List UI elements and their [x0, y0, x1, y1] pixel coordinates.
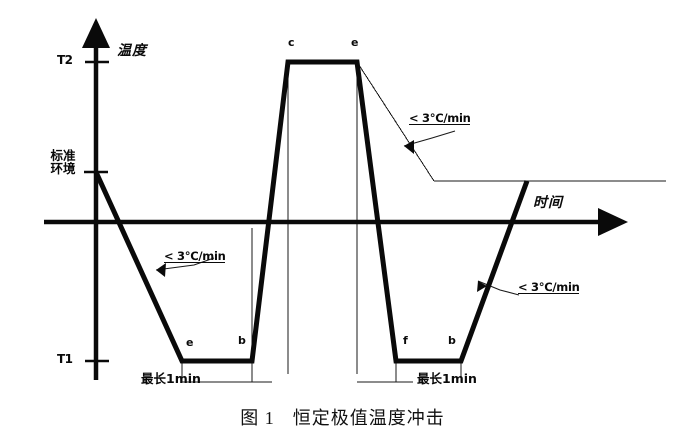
point-label-low-left-start: e: [186, 336, 194, 349]
annotation-rate-right-top: < 3℃/min: [409, 111, 471, 126]
arrowhead-rate-right-bottom: [477, 281, 487, 292]
arrowhead-rate-left: [156, 263, 166, 277]
y-tick-label-ambient: 标准 环境: [50, 148, 76, 176]
annotation-duration-left: 最长1min: [141, 371, 201, 386]
x-axis-arrowhead: [598, 208, 628, 236]
figure-caption: 图 1 恒定极值温度冲击: [0, 404, 685, 430]
leader-rate-right-bottom: [477, 280, 520, 296]
axis-arrowheads: [82, 18, 628, 236]
figure-caption-number: 图 1: [240, 408, 275, 428]
point-label-high-end: e: [351, 36, 359, 49]
y-axis-arrowhead: [82, 18, 110, 48]
annotation-rate-right-bottom: < 3℃/min: [518, 280, 580, 295]
figure-caption-title: 恒定极值温度冲击: [292, 408, 445, 428]
arrowhead-rate-right-top: [404, 140, 414, 154]
y-tick-label-t2: T2: [57, 53, 73, 67]
leader-rate-left: [155, 257, 215, 271]
annotation-arrowheads: [156, 140, 487, 292]
temperature-profile-curve: [93, 59, 530, 364]
y-tick-label-t1: T1: [57, 352, 73, 366]
annotation-rate-left: < 3℃/min: [164, 249, 226, 264]
guide-return-descent: [356, 61, 435, 182]
point-label-low-right-end: b: [448, 334, 456, 347]
point-label-high-start: c: [288, 36, 295, 49]
x-axis-title: 时间: [533, 195, 563, 211]
axes: [44, 36, 608, 380]
point-label-low-right-start: f: [403, 334, 408, 347]
annotation-duration-right: 最长1min: [417, 371, 477, 386]
point-label-low-left-end: b: [238, 334, 246, 347]
annotation-leaders: [155, 130, 520, 296]
y-axis-title: 温度: [117, 43, 147, 59]
